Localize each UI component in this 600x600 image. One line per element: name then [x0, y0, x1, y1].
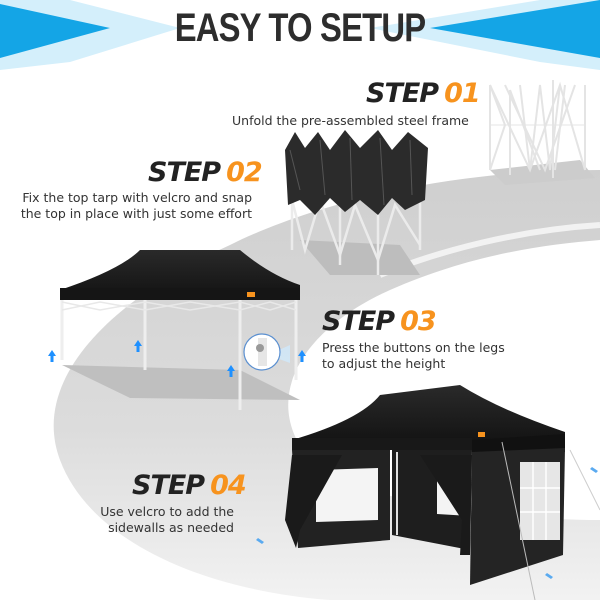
- height-button-detail-callout: [243, 333, 290, 371]
- header-banner-left: [0, 0, 180, 70]
- step-04-description: Use velcro to add the sidewalls as neede…: [100, 504, 234, 535]
- step-label: STEP: [322, 306, 395, 337]
- step-number: 02: [226, 157, 263, 188]
- stake-arrows: [256, 467, 598, 579]
- step-number: 03: [400, 306, 437, 337]
- step-01-description: Unfold the pre-assembled steel frame: [232, 113, 469, 128]
- step-02-description: Fix the top tarp with velcro and snap th…: [20, 190, 252, 221]
- step-01-frame-illustration: [489, 80, 595, 185]
- page-title: EASY TO SETUP: [174, 6, 426, 50]
- step-number: 04: [210, 470, 247, 501]
- step-02-folded-tent-illustration: [285, 130, 428, 275]
- step-number: 01: [444, 78, 481, 109]
- step-04-tent-with-sidewalls-illustration: [256, 385, 600, 600]
- step-label: STEP: [148, 157, 221, 188]
- header-banner-right: [370, 0, 600, 70]
- step-label: STEP: [366, 78, 439, 109]
- height-adjust-arrows: [48, 340, 306, 377]
- tent-roof: [60, 250, 300, 300]
- step-03-tent-illustration: [48, 250, 306, 410]
- step-label: STEP: [132, 470, 205, 501]
- step-03-description: Press the buttons on the legs to adjust …: [322, 340, 505, 371]
